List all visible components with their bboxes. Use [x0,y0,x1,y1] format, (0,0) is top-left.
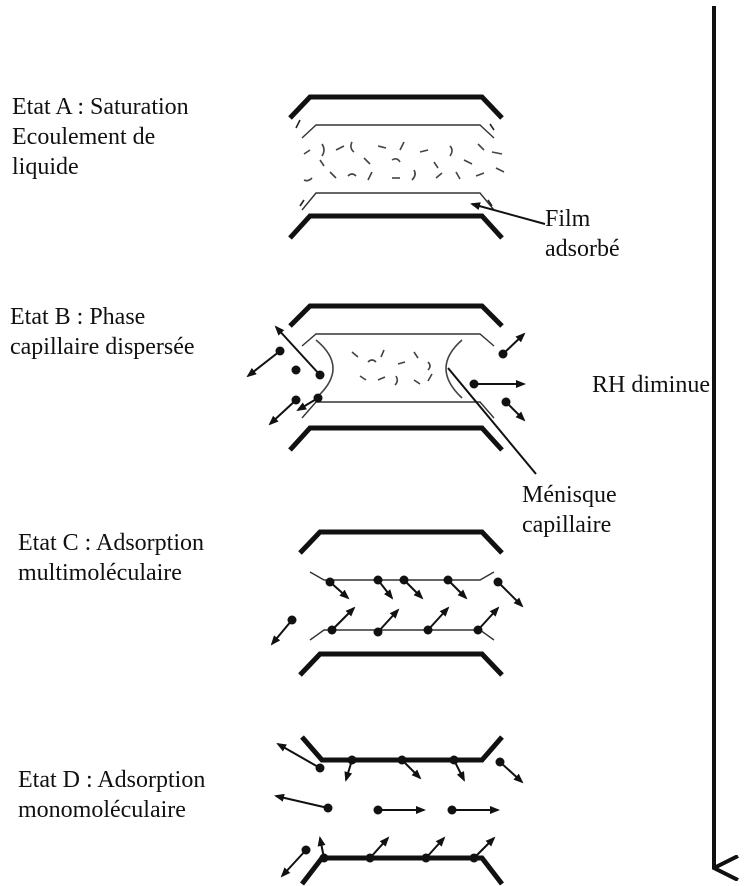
film-pointer [470,202,546,225]
state-c-label: Etat C : Adsorption multimoléculaire [18,530,204,586]
state-a-pore [288,94,546,240]
menisque-pointer [447,367,537,475]
state-b-pore [246,303,537,475]
state-c-pore [270,529,524,677]
menisque-capillaire-label: Ménisque capillaire [522,482,617,538]
liquid-molecules-b [351,349,433,386]
film-adsorbe-label: Film adsorbé [545,206,620,262]
state-d-label: Etat D : Adsorption monomoléculaire [18,767,206,823]
state-a-label: Etat A : Saturation Ecoulement de liquid… [12,94,189,180]
molecules-d [274,743,524,878]
vapor-molecules-b [246,325,526,426]
molecules-c [270,575,524,646]
state-d-pore [274,735,524,886]
state-b-label: Etat B : Phase capillaire dispersée [10,304,195,360]
liquid-molecules-a [303,141,505,182]
rh-diminue-label: RH diminue [592,372,710,398]
